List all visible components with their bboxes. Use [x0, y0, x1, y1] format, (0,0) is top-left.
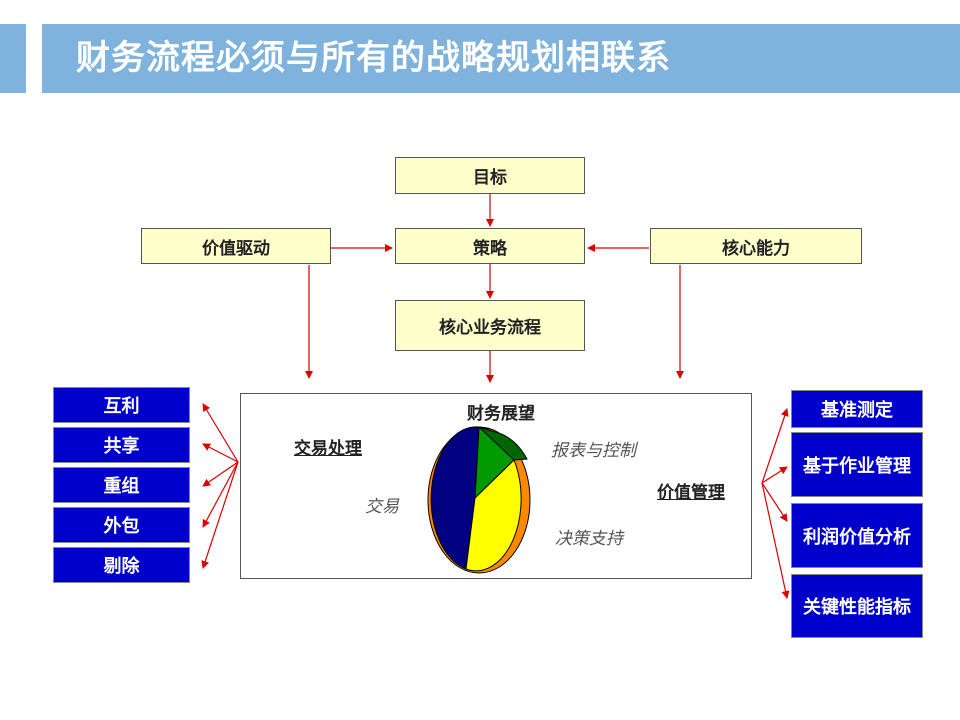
left-item-eliminate: 剔除 — [53, 547, 190, 583]
left-item-restructure: 重组 — [53, 467, 190, 503]
right-item-kpi: 关键性能指标 — [791, 574, 923, 638]
arrow-left-3 — [202, 461, 239, 487]
arrow-right-4 — [761, 482, 790, 599]
core-ability-box: 核心能力 — [650, 228, 862, 264]
pie-slice-decision-support — [465, 459, 522, 572]
goal-box: 目标 — [395, 157, 585, 194]
arrow-left-5 — [201, 461, 239, 569]
value-management-label: 价值管理 — [657, 483, 725, 503]
pie-edge-green — [478, 426, 528, 461]
transaction-processing-label: 交易处理 — [294, 439, 362, 459]
arrow-right-1 — [761, 408, 789, 484]
value-driver-box: 价值驱动 — [141, 228, 331, 264]
right-item-profit-value: 利润价值分析 — [791, 503, 923, 568]
left-item-mutual-benefit: 互利 — [53, 387, 190, 423]
transaction-label: 交易 — [365, 497, 399, 517]
page-title: 财务流程必须与所有的战略规划相联系 — [76, 38, 671, 78]
right-item-benchmark: 基准测定 — [791, 390, 923, 428]
financial-outlook-title: 财务展望 — [467, 404, 535, 424]
left-item-share: 共享 — [53, 427, 190, 463]
strategy-box: 策略 — [395, 228, 585, 264]
pie-slice-transaction — [430, 426, 480, 570]
arrow-left-4 — [202, 461, 239, 528]
arrow-right-2 — [761, 466, 788, 484]
header-accent — [0, 24, 26, 93]
decision-support-label: 决策支持 — [555, 529, 623, 549]
header-bar — [42, 24, 960, 93]
arrow-left-1 — [202, 403, 239, 463]
left-item-outsource: 外包 — [53, 507, 190, 543]
arrow-left-2 — [202, 443, 239, 463]
arrow-right-3 — [761, 482, 788, 522]
report-control-label: 报表与控制 — [551, 441, 636, 461]
core-process-box: 核心业务流程 — [395, 300, 585, 351]
right-item-abm: 基于作业管理 — [791, 432, 923, 497]
